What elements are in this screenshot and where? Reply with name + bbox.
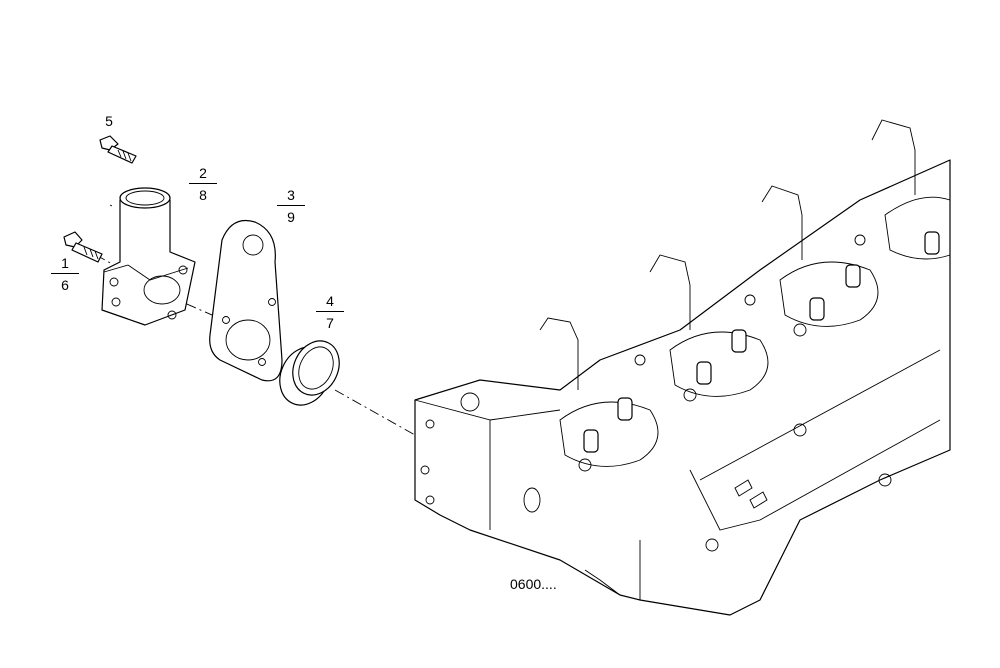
leader-lines [109,204,113,207]
callout-1-6: 1 6 [51,255,79,293]
drawing-reference-code: 0600.... [510,576,557,592]
callout-3-9: 3 9 [277,187,305,225]
cylinder-head [414,119,951,616]
callout-2-8: 2 8 [189,165,217,203]
callout-3-top: 3 [277,187,305,206]
callout-4-7: 4 7 [316,293,344,331]
callout-5-number: 5 [105,113,113,129]
callout-3-bottom: 9 [287,209,295,225]
callout-1-bottom: 6 [61,277,69,293]
callout-4-top: 4 [316,293,344,312]
gasket-part-3 [209,219,283,382]
callout-5: 5 [95,113,123,131]
bolt-part-1 [63,231,103,263]
water-outlet-housing-part-2 [101,187,196,326]
seal-ring-part-4 [279,340,340,406]
callout-2-top: 2 [189,165,217,184]
bolt-part-5 [99,135,137,164]
callout-2-bottom: 8 [199,187,207,203]
callout-4-bottom: 7 [326,315,334,331]
callout-1-top: 1 [51,255,79,274]
